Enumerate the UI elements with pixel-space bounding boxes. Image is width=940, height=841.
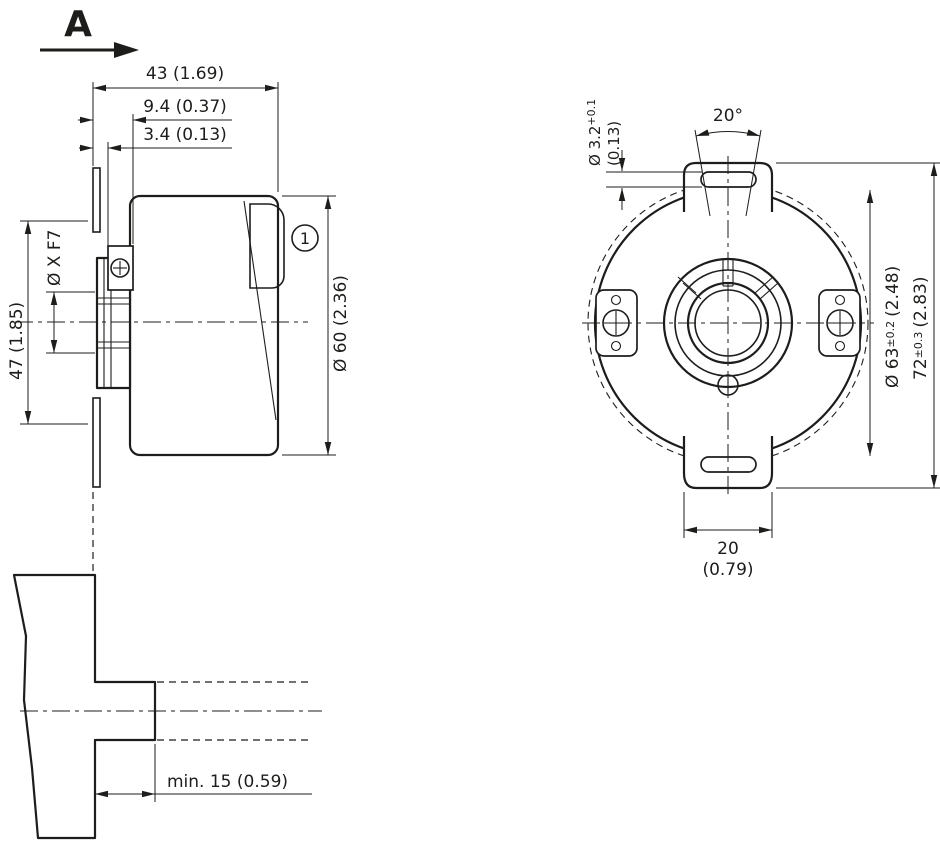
torque-plate-top-tab [92,167,101,233]
callout-1-number: 1 [300,229,310,248]
dim-tab-span-label: 72±0.3 (2.83) [911,277,931,380]
spoke-upper-right-1 [759,282,779,300]
dim-offset-2-text: 3.4 (0.13) [143,125,227,145]
dim-offset-1: 9.4 (0.37) [78,97,232,244]
spoke-upper-left-1 [677,276,697,294]
dim-slot-width-inch: (0.13) [605,121,623,166]
svg-text:72±0.3(2.83): 72±0.3 (2.83) [911,277,931,380]
dim-tab-width-text: 20 [717,539,739,559]
dim-tab-width: 20 (0.79) [683,492,773,580]
mounting-wall-section [12,573,157,840]
dim-offset-1-text: 9.4 (0.37) [143,97,227,117]
dim-slot-angle-text: 20° [713,106,743,126]
mounting-section: min. 15 (0.59) [12,492,322,840]
dim-72-value: 72 [911,358,931,380]
dim-shaft-bore: Ø X F7 [45,230,95,354]
encoder-body-outline [128,194,280,457]
dim-tab-span: 72±0.3 (2.83) [776,162,940,489]
callout-1-circle [291,224,319,252]
dim-body-dia-side: Ø 60 (2.36) [282,195,351,456]
right-pocket-hole-top [834,294,846,306]
dim-tab-width-inch-text: (0.79) [702,560,753,580]
svg-text:Ø 3.2+0.1: Ø 3.2+0.1 [585,99,604,166]
view-direction-marker: A [40,4,139,58]
dim-body-dia-front-label: Ø 63±0.2 (2.48) [883,266,903,388]
dim-slot-width-value: Ø 3.2 [586,126,604,166]
cable-outlet-lobe [249,203,285,289]
dim-slot-width: Ø 3.2+0.1 (0.13) [585,99,702,210]
front-view: 20° Ø 3.2+0.1 (0.13) Ø 63±0.2 (2.48) [582,99,940,580]
dim-body-dia-side-text: Ø 60 (2.36) [331,275,351,372]
dim-slot-width-label: Ø 3.2+0.1 (0.13) [585,99,623,166]
side-view: 1 43 (1.69) 9.4 (0.37) 3.4 (0.13) [7,64,351,488]
dim-width-total-text: 43 (1.69) [146,64,224,84]
dim-63-inch: (2.48) [883,266,903,317]
angle-leg-right [745,129,762,217]
torque-plate-bottom-tab [92,397,101,488]
spoke-upper-right-2 [754,276,774,294]
dim-slot-width-tol: +0.1 [585,99,598,126]
dim-63-value: Ø 63 [883,348,903,388]
dim-shaft-bore-text: Ø X F7 [45,230,65,286]
left-pocket-hole-top [610,294,622,306]
dim-width-total: 43 (1.69) [92,64,279,192]
angle-leg-left [694,129,711,217]
dim-min-depth-text: min. 15 (0.59) [167,772,288,792]
dim-height-47: 47 (1.85) [7,220,88,425]
view-arrow-icon [114,42,139,58]
right-pocket-hole-bottom [834,340,846,352]
left-pocket-hole-bottom [610,340,622,352]
dim-72-inch: (2.83) [911,277,931,328]
clamp-screw-icon [110,258,130,278]
svg-text:Ø 63±0.2(2.48): Ø 63±0.2 (2.48) [883,266,903,388]
dim-min-depth: min. 15 (0.59) [95,744,312,802]
dim-slot-angle: 20° [694,106,762,217]
dim-72-tol: ±0.3 [912,332,925,359]
view-label-a: A [64,4,92,45]
dim-height-47-text: 47 (1.85) [7,302,27,380]
dim-offset-2: 3.4 (0.13) [79,125,232,252]
dim-63-tol: ±0.2 [884,321,897,348]
angle-arc [695,129,761,137]
dim-body-dia-front: Ø 63±0.2 (2.48) [866,190,903,456]
spoke-upper-left-2 [682,282,702,300]
